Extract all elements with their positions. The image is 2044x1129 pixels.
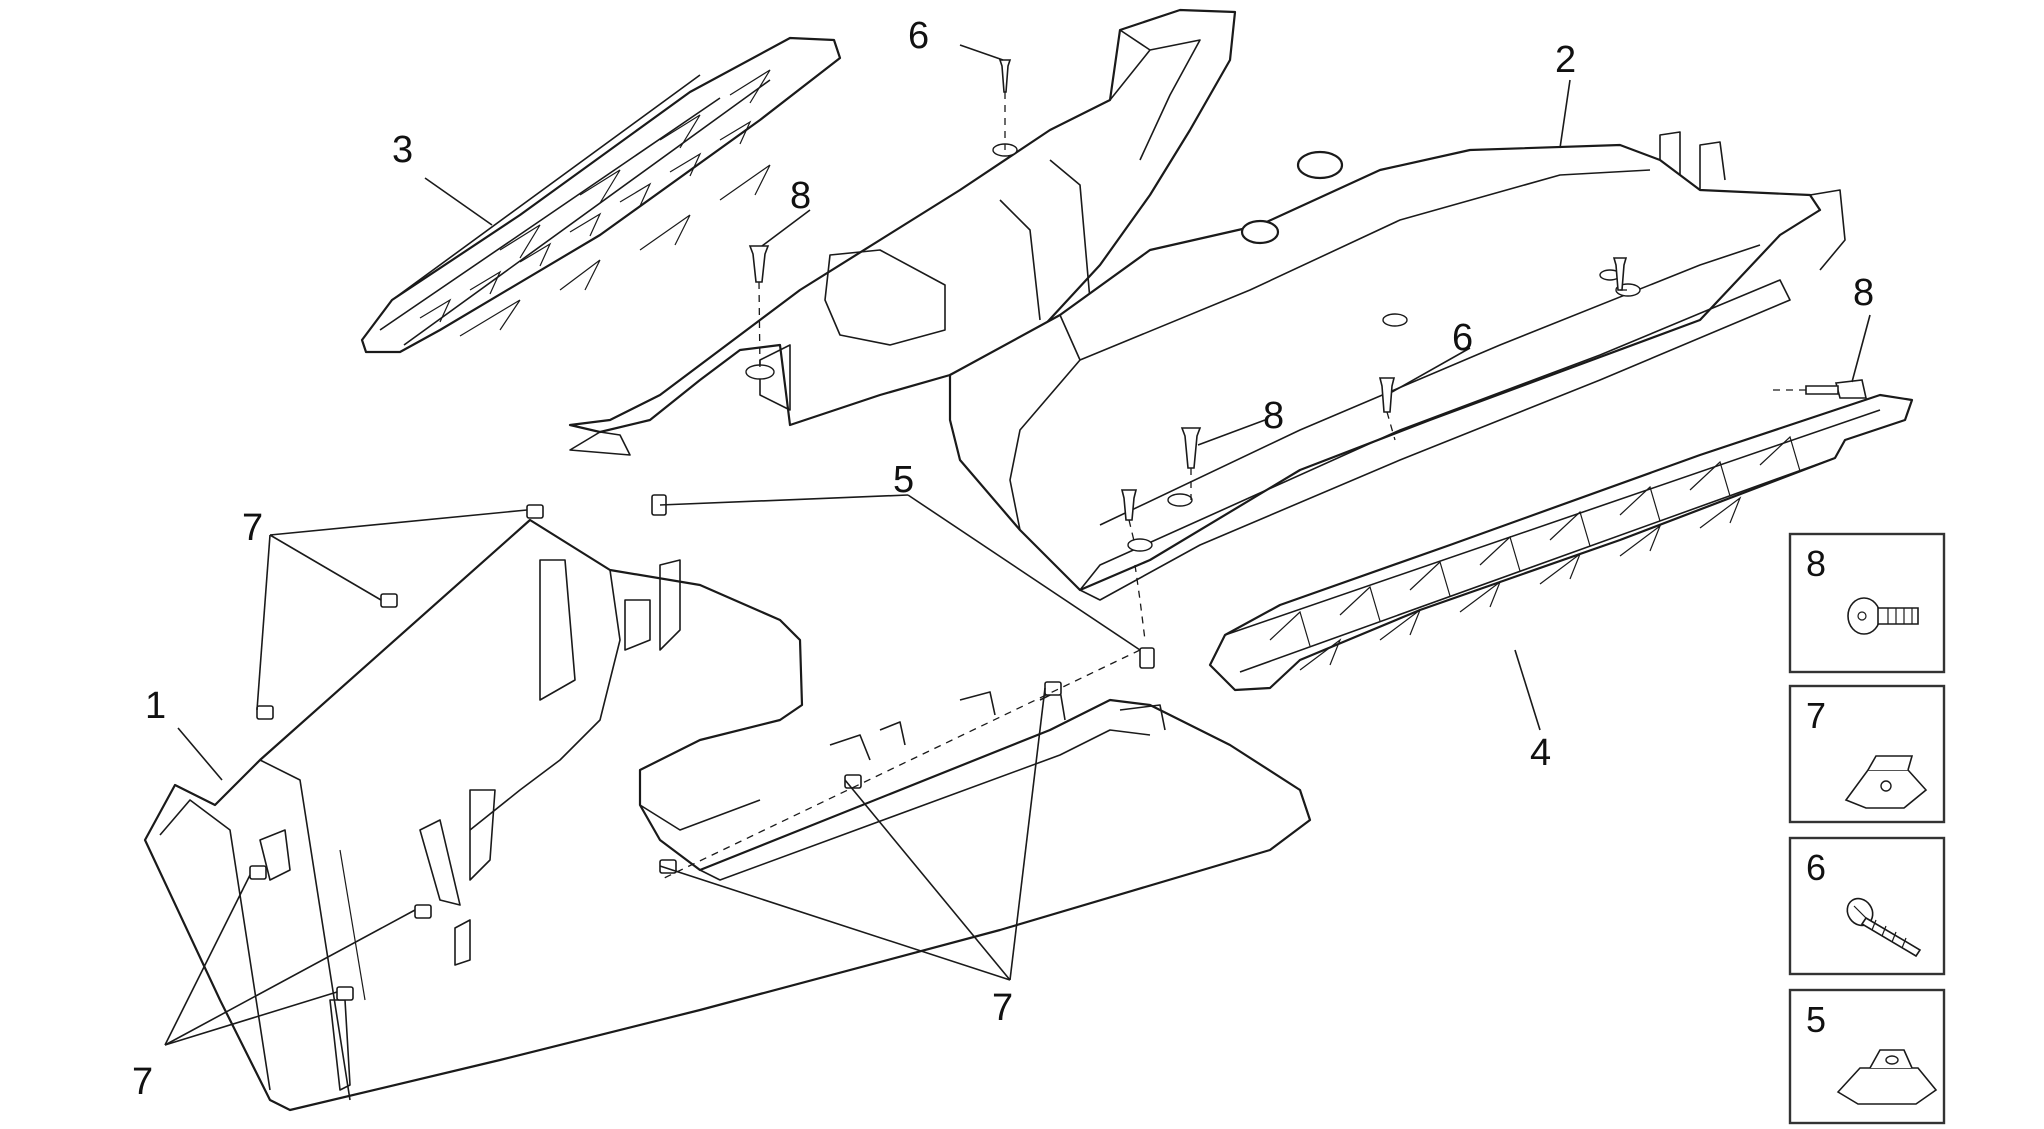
spring-clip-icon xyxy=(1836,1049,1938,1105)
callout-4: 4 xyxy=(1530,732,1551,774)
callout-3: 3 xyxy=(392,129,413,171)
callout-8-right: 8 xyxy=(1853,272,1874,314)
legend-number-5: 5 xyxy=(1806,999,1826,1040)
grommet-icon xyxy=(1240,219,1280,245)
legend-number-6: 6 xyxy=(1806,847,1826,888)
part-2-central-frame xyxy=(568,8,1846,601)
flanged-screw-icon xyxy=(1847,597,1919,635)
part-3-grille-panel xyxy=(360,36,842,354)
clip-nut-icon xyxy=(1844,755,1928,809)
legend-box-7: 7 xyxy=(1788,684,1946,824)
callout-1: 1 xyxy=(145,685,166,727)
leader-lines xyxy=(164,44,1871,1046)
legend-number-7: 7 xyxy=(1806,695,1826,736)
callout-5: 5 xyxy=(893,459,914,501)
legend-number-8: 8 xyxy=(1806,543,1826,584)
clip-nuts-on-panel xyxy=(249,494,1155,1001)
legend-box-5: 5 xyxy=(1788,988,1946,1125)
callout-8-mid: 8 xyxy=(1263,395,1284,437)
callout-7-top: 7 xyxy=(242,507,263,549)
callout-2: 2 xyxy=(1555,39,1576,81)
callout-labels: 1 2 3 4 5 6 6 7 7 7 8 8 8 xyxy=(132,15,1874,1103)
callout-6-mid: 6 xyxy=(1452,317,1473,359)
screws xyxy=(748,59,1867,521)
callout-6-top: 6 xyxy=(908,15,929,57)
self-tapping-screw-icon xyxy=(1846,897,1922,958)
assembly-lines xyxy=(659,92,1806,881)
grommet-icon xyxy=(1296,150,1344,180)
callout-7-left: 7 xyxy=(132,1061,153,1103)
callout-7-bottom: 7 xyxy=(992,987,1013,1029)
part-1-lower-side-panel xyxy=(143,518,1312,1112)
legend-box-6: 6 xyxy=(1788,836,1946,976)
legend-box-8: 8 xyxy=(1788,532,1946,674)
callout-8-upper: 8 xyxy=(790,175,811,217)
part-4-grille-panel xyxy=(1208,393,1914,692)
